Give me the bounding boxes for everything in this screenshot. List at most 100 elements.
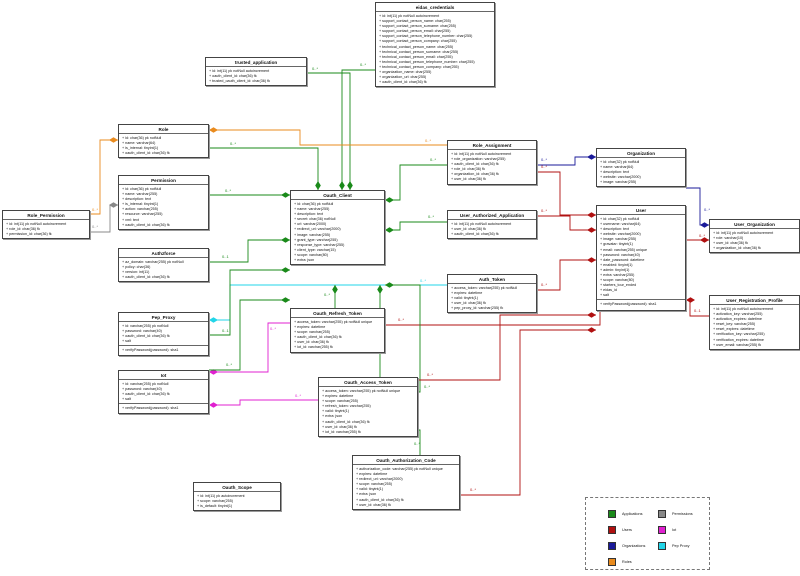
field-row: + oauth_client_id: char(36) fk	[322, 419, 370, 424]
entity-title: Oauth_Scope	[194, 483, 280, 492]
entity-iot[interactable]: Iot+ id: varchar(255) pk notNull+ passwo…	[118, 370, 209, 415]
field-row: + technical_contact_person_telephone_num…	[379, 59, 475, 64]
composition-diamond	[587, 327, 596, 333]
entity-trusted-application[interactable]: trusted_application+ id: int(11) pk notN…	[205, 57, 307, 87]
field-row: + technical_contact_person_surname: char…	[379, 49, 459, 54]
field-row: + expires: datetime	[322, 394, 354, 399]
entity-title: Permission	[119, 176, 208, 185]
field-row: + verification_key: varchar(255)	[713, 332, 765, 337]
entity-role-assignment[interactable]: Role_Assignment+ id: int(11) pk notNull …	[447, 140, 537, 185]
multiplicity-label: 0..*	[541, 164, 547, 169]
field-row: + oauth_client_id: char(36) fk	[451, 232, 499, 237]
field-row: + support_contact_person_name: char(255)	[379, 19, 451, 24]
entity-eidas-credentials[interactable]: eidas_credentials+ id: int(11) pk notNul…	[375, 2, 495, 88]
entity-user-registration-profile[interactable]: User_Registration_Profile+ id: int(11) p…	[709, 295, 800, 350]
field-row: + oauth_client_id: char(36) fk	[379, 80, 427, 85]
composition-diamond	[385, 227, 394, 233]
field-row: + scope: varchar(80)	[294, 252, 328, 257]
entity-fields: + id: varchar(255) pk notNull+ password:…	[119, 322, 208, 345]
field-row: + oauth_client_id: char(36) fk	[451, 162, 499, 167]
entity-fields: + az_domain: varchar(255) pk notNull+ po…	[119, 258, 208, 281]
composition-diamond	[109, 202, 118, 208]
entity-user[interactable]: User+ id: char(32) pk notNull+ username:…	[596, 205, 686, 311]
field-row: + pep_proxy_id: varchar(255) fk	[451, 306, 504, 311]
relation-userorg-user: 0..*	[686, 233, 709, 243]
legend-swatch	[658, 526, 666, 534]
entity-title: Oauth_Authorization_Code	[353, 456, 459, 465]
legend-label: Organizations	[622, 544, 646, 548]
field-row: + scope: varchar(255)	[356, 482, 392, 487]
relation-line	[209, 239, 290, 263]
composition-diamond	[281, 297, 290, 303]
relation-line	[341, 69, 375, 190]
entity-user-authorized-application[interactable]: User_Authorized_Application+ id: int(11)…	[447, 210, 537, 240]
field-row: + xml: text	[122, 217, 139, 222]
composition-diamond	[347, 181, 353, 190]
legend-label: Pep Proxy	[672, 544, 690, 548]
entity-title: Iot	[119, 371, 208, 380]
entity-oauth-access-token[interactable]: Oauth_Access_Token+ access_token: varcha…	[318, 377, 418, 437]
relation-roleperm-perm: 0..*	[90, 202, 118, 233]
entity-organization[interactable]: Organization+ id: char(32) pk notNull+ n…	[596, 148, 686, 188]
field-row: + id: varchar(255) pk notNull	[122, 381, 169, 386]
multiplicity-label: 0..*	[541, 157, 547, 162]
entity-permission[interactable]: Permission+ id: char(36) pk notNull+ nam…	[118, 175, 209, 230]
field-row: + technical_contact_person_company: char…	[379, 64, 459, 69]
relation-line	[537, 156, 596, 166]
relation-line	[537, 259, 596, 291]
field-row: + user_id: char(36) fk	[451, 227, 486, 232]
composition-diamond	[686, 297, 695, 303]
field-row: + description: text	[122, 197, 152, 202]
relation-access-user: 0..*	[418, 312, 596, 381]
field-row: + expires: datetime	[451, 291, 483, 296]
field-row: + refresh_token: varchar(255)	[322, 404, 371, 409]
field-row: + id: int(11) pk notNull autoincrement	[451, 151, 512, 156]
field-row: + iot_id: varchar(255) fk	[322, 429, 361, 434]
legend-swatch	[608, 526, 616, 534]
entity-authzforce[interactable]: Authzforce+ az_domain: varchar(255) pk n…	[118, 248, 209, 283]
field-row: + expires: datetime	[356, 472, 388, 477]
relation-urp-user: 0..1	[686, 297, 709, 317]
field-row: + name: varchar(64)	[600, 165, 634, 170]
entity-title: User_Registration_Profile	[710, 296, 799, 305]
field-row: + description: text	[600, 170, 630, 175]
field-row: + enabled: tinyint(1)	[600, 262, 633, 267]
entity-user-organization[interactable]: User_Organization+ id: int(11) pk notNul…	[709, 219, 800, 254]
multiplicity-label: 0..*	[699, 233, 705, 238]
composition-diamond	[209, 317, 218, 323]
entity-title: Oauth_Refresh_Token	[291, 309, 384, 318]
relation-userorg-org: 0..*	[686, 187, 710, 228]
relation-roleassign-client: 0..*	[385, 157, 447, 203]
entity-oauth-scope[interactable]: Oauth_Scope+ id: int(11) pk autoincremen…	[193, 482, 281, 512]
entity-fields: + authorization_code: varchar(255) pk no…	[353, 465, 459, 509]
entity-title: Authzforce	[119, 249, 208, 258]
entity-auth-token[interactable]: Auth_Token+ access_token: varchar(255) p…	[447, 274, 537, 314]
relation-line	[209, 299, 290, 371]
field-row: + image: varchar(255)	[294, 232, 331, 237]
entity-title: Role_Assignment	[448, 141, 536, 150]
field-row: + redirect_uri: varchar(2000)	[356, 477, 403, 482]
entity-fields: + id: int(11) pk notNull autoincrement+ …	[3, 220, 89, 238]
entity-role[interactable]: Role+ id: char(36) pk notNull+ name: var…	[118, 124, 209, 159]
field-row: + url: varchar(2000)	[294, 222, 327, 227]
legend-swatch	[608, 558, 616, 566]
field-row: + oauth_client_id: char(36) fk	[122, 151, 170, 156]
entity-oauth-client[interactable]: Oauth_Client+ id: char(36) pk notNull+ n…	[290, 190, 385, 266]
entity-role-permission[interactable]: Role_Permission+ id: int(11) pk notNull …	[2, 210, 90, 240]
relation-roleassign-org: 0..*	[537, 154, 596, 166]
relation-line	[209, 129, 447, 146]
multiplicity-label: 0..*	[324, 292, 330, 297]
field-row: + az_domain: varchar(255) pk notNull	[122, 259, 184, 264]
entity-title: User_Authorized_Application	[448, 211, 536, 220]
entity-title: Oauth_Access_Token	[319, 378, 417, 387]
field-row: + id: char(32) pk notNull	[600, 216, 640, 221]
field-row: + id: varchar(255) pk notNull	[122, 323, 169, 328]
entity-oauth-authorization-code[interactable]: Oauth_Authorization_Code+ authorization_…	[352, 455, 460, 510]
entity-oauth-refresh-token[interactable]: Oauth_Refresh_Token+ access_token: varch…	[290, 308, 385, 353]
field-row: + user_id: char(36) fk	[356, 502, 391, 507]
entity-methods: + verifyPassword(password): sha1	[119, 345, 208, 355]
entity-fields: + id: int(11) pk notNull autoincrement+ …	[448, 220, 536, 238]
composition-diamond	[587, 312, 596, 318]
entity-pep-proxy[interactable]: Pep_Proxy+ id: varchar(255) pk notNull+ …	[118, 312, 209, 357]
field-row: + activation_key: varchar(255)	[713, 312, 763, 317]
